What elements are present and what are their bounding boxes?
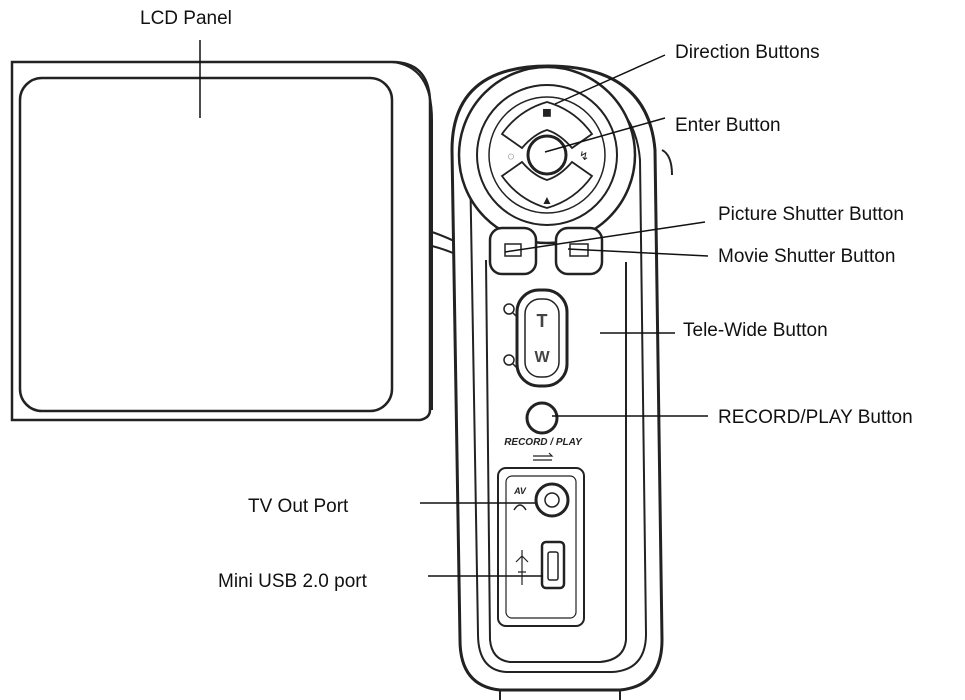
enter-button[interactable] [526,134,568,176]
leader-lines [199,40,709,577]
zoom-icons [503,303,518,369]
svg-text:↯: ↯ [579,149,589,163]
av-label: AV [513,486,527,496]
headphone-icon [513,504,527,511]
port-cover [497,467,585,627]
tele-label: T [537,311,548,331]
svg-text:◌: ◌ [507,149,514,163]
tv-out-port[interactable] [534,482,570,518]
usb-icon [515,550,529,585]
movie-shutter-label: Movie Shutter Button [718,246,896,267]
tele-wide-button[interactable]: T W [515,288,569,388]
record-play-button[interactable] [525,401,559,435]
tv-out-label: TV Out Port [248,496,349,517]
direction-icons: ◼ ▲ ◌ ↯ [507,105,589,207]
svg-text:▲: ▲ [541,193,553,207]
record-play-label: RECORD/PLAY Button [718,407,913,428]
mini-usb-port[interactable] [540,540,566,590]
record-play-small-label: RECORD / PLAY [504,437,583,448]
svg-text:◼: ◼ [542,105,552,119]
tele-wide-label: Tele-Wide Button [683,320,828,341]
picture-shutter-label: Picture Shutter Button [718,204,904,225]
lcd-panel [10,60,433,422]
mini-usb-label: Mini USB 2.0 port [218,571,367,592]
wide-label: W [534,349,550,366]
enter-button-label: Enter Button [675,115,781,136]
direction-buttons-label: Direction Buttons [675,42,820,63]
jack-inner [544,492,560,508]
record-play-arrow-icon [533,452,554,461]
lcd-panel-label: LCD Panel [140,8,232,29]
direction-buttons[interactable] [500,101,594,209]
